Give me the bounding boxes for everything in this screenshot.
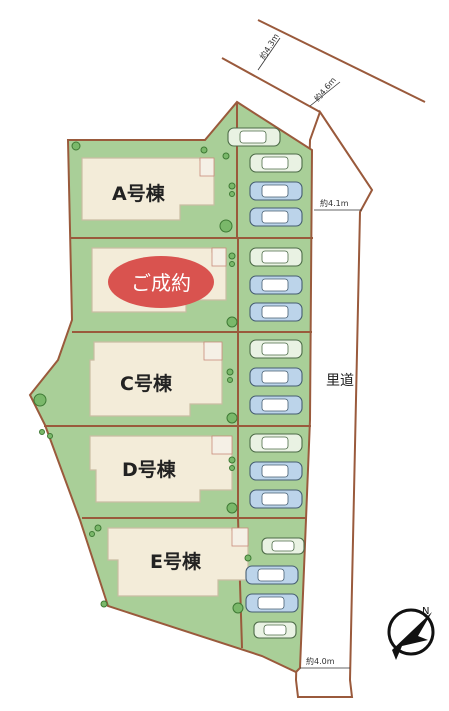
sold-badge-label: ご成約 (131, 271, 191, 295)
house-c-label: C号棟 (120, 372, 173, 395)
car (249, 275, 303, 295)
house-e-label: E号棟 (150, 550, 202, 573)
top-road-width-1: 約4.3m (257, 31, 281, 61)
car (249, 395, 303, 415)
house-e: E号棟 (107, 527, 249, 597)
house-a: A号棟 (81, 157, 215, 221)
svg-text:N: N (422, 606, 429, 617)
trees (33, 141, 252, 614)
car (249, 433, 303, 453)
car (249, 247, 303, 267)
car (249, 153, 303, 173)
house-b: ご成約 (91, 247, 227, 313)
north-arrow-icon: N (387, 606, 435, 660)
side-road-name: 里道 (326, 373, 354, 389)
parking-spaces (227, 127, 305, 639)
top-road-width-2: 約4.6m (312, 75, 338, 103)
car (227, 127, 281, 147)
car (249, 461, 303, 481)
side-road-width-top: 約4.1m (320, 198, 349, 208)
car (253, 621, 297, 639)
car (249, 181, 303, 201)
car (245, 565, 299, 585)
car (245, 593, 299, 613)
sold-badge (108, 256, 214, 308)
house-d-label: D号棟 (122, 458, 177, 481)
top-road-dimensions: 約4.3m 約4.6m (257, 31, 341, 107)
car (249, 367, 303, 387)
car (249, 302, 303, 322)
car (261, 537, 305, 555)
side-road-width-bottom: 約4.0m (306, 656, 335, 666)
house-c: C号棟 (89, 341, 223, 417)
side-road-dim-bottom: 約4.0m (300, 656, 350, 669)
car (249, 339, 303, 359)
car (249, 489, 303, 509)
side-road-dim-top: 約4.1m (314, 198, 362, 211)
house-a-label: A号棟 (112, 182, 166, 205)
house-d: D号棟 (89, 435, 233, 503)
car (249, 207, 303, 227)
